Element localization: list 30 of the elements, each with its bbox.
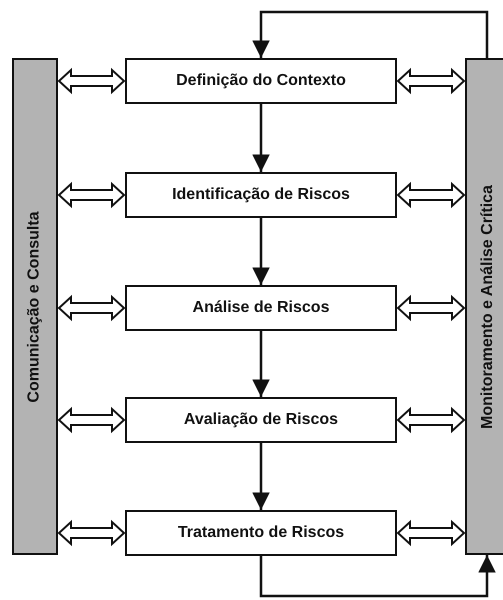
process-box bbox=[125, 285, 397, 331]
arrow bbox=[252, 10, 488, 58]
vertical-bar bbox=[465, 58, 503, 555]
process-box bbox=[125, 510, 397, 556]
process-box bbox=[125, 172, 397, 218]
step-label: Comunicação e Consulta bbox=[26, 210, 44, 402]
arrow bbox=[260, 555, 496, 598]
double-arrow bbox=[396, 520, 466, 546]
step-label: Monitoramento e Análise Crítica bbox=[478, 184, 496, 428]
double-arrow bbox=[396, 68, 466, 94]
step-label: Identificação de Riscos bbox=[172, 186, 350, 204]
vertical-bar bbox=[12, 58, 58, 555]
arrow bbox=[252, 331, 270, 397]
step-label: Tratamento de Riscos bbox=[178, 524, 344, 542]
process-box bbox=[125, 397, 397, 443]
arrow bbox=[252, 218, 270, 285]
double-arrow bbox=[396, 182, 466, 208]
double-arrow bbox=[396, 406, 466, 434]
double-arrow bbox=[58, 182, 126, 208]
step-label: Avaliação de Riscos bbox=[184, 411, 338, 429]
arrow bbox=[252, 104, 270, 172]
step-label: Definição do Contexto bbox=[176, 72, 346, 90]
double-arrow bbox=[58, 294, 126, 322]
step-label: Análise de Riscos bbox=[192, 299, 330, 317]
double-arrow bbox=[58, 68, 126, 94]
process-box bbox=[125, 58, 397, 104]
double-arrow bbox=[58, 406, 126, 434]
arrow bbox=[252, 443, 270, 510]
double-arrow bbox=[396, 294, 466, 322]
double-arrow bbox=[58, 520, 126, 546]
